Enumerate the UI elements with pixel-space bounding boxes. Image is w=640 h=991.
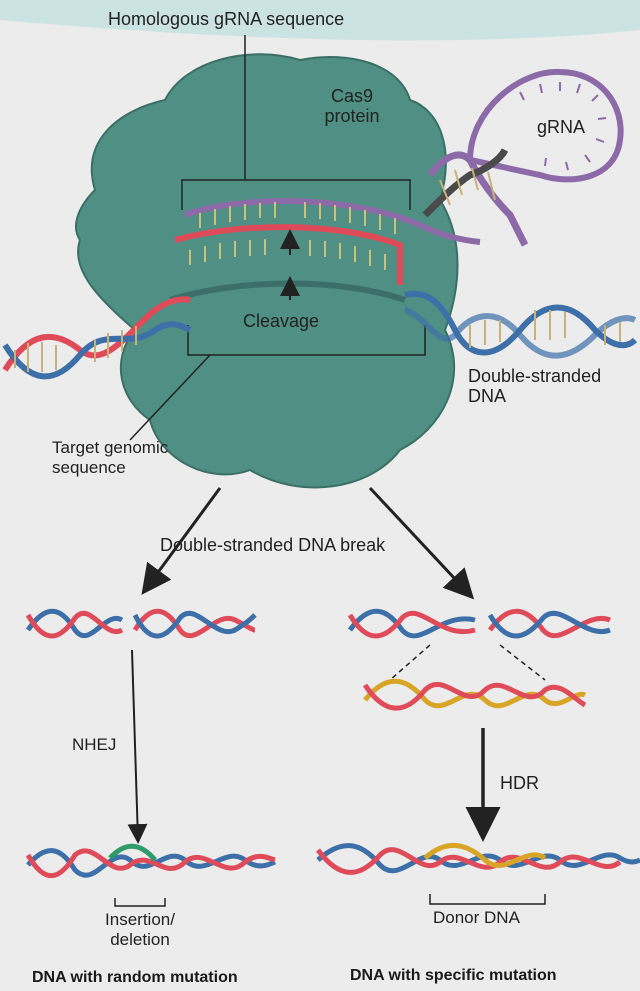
donor-bracket xyxy=(430,894,545,904)
nhej-label: NHEJ xyxy=(72,735,116,755)
cas9-protein-label: Cas9 protein xyxy=(312,86,392,126)
hdr-label: HDR xyxy=(500,773,539,793)
result-dna-specific xyxy=(318,845,640,872)
result-dna-random xyxy=(28,846,275,875)
cleavage-label: Cleavage xyxy=(243,311,319,331)
grna-label: gRNA xyxy=(537,117,585,137)
result-random-label: DNA with random mutation xyxy=(32,968,238,988)
donor-dna-helix xyxy=(365,681,585,708)
ds-dna-line2: DNA xyxy=(468,386,601,406)
indel-bracket xyxy=(115,898,165,906)
target-line2: sequence xyxy=(52,458,168,478)
broken-dna-left xyxy=(28,611,255,636)
nhej-arrow xyxy=(132,650,138,840)
broken-dna-right xyxy=(350,611,610,636)
indel-label: Insertion/ deletion xyxy=(95,910,185,950)
result-specific-label: DNA with specific mutation xyxy=(350,966,557,986)
cas9-label-line1: Cas9 xyxy=(312,86,392,106)
homologous-grna-label: Homologous gRNA sequence xyxy=(108,9,344,29)
donor-guide-lines xyxy=(390,645,545,680)
double-stranded-dna-label: Double-stranded DNA xyxy=(468,366,601,406)
ds-dna-line1: Double-stranded xyxy=(468,366,601,386)
target-line1: Target genomic xyxy=(52,438,168,458)
ds-break-label: Double-stranded DNA break xyxy=(160,535,385,555)
indel-line2: deletion xyxy=(95,930,185,950)
cas9-label-line2: protein xyxy=(312,106,392,126)
donor-dna-label: Donor DNA xyxy=(433,908,520,928)
target-genomic-label: Target genomic sequence xyxy=(52,438,168,478)
indel-line1: Insertion/ xyxy=(95,910,185,930)
